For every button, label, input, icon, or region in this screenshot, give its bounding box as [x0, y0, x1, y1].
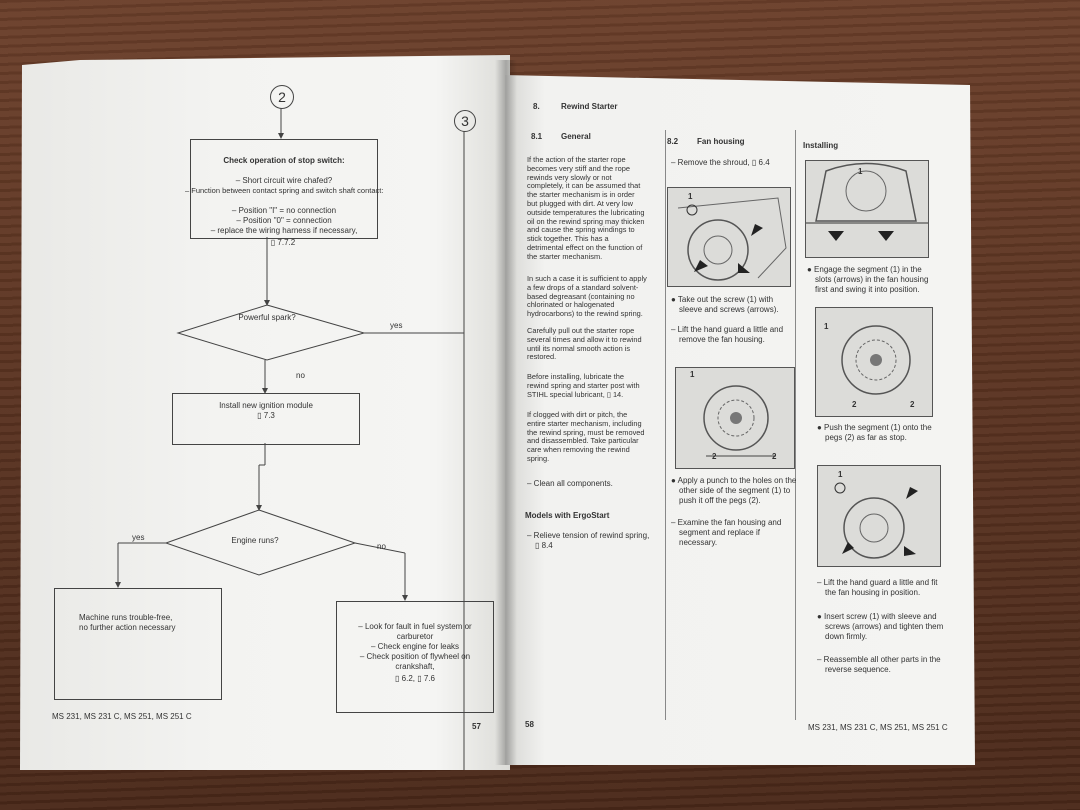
installing-title: Installing: [803, 141, 838, 151]
fig2-label-2b: 2: [772, 452, 776, 462]
fig4-label-2b: 2: [910, 400, 914, 410]
remove-shroud-step: – Remove the shroud, ▯ 6.4: [671, 158, 770, 168]
apply-punch-3: push it off the pegs (2).: [679, 496, 761, 506]
fig5-label-1: 1: [838, 470, 842, 480]
figure-fan-housing-screws: 1: [667, 187, 791, 287]
fault-line-4: – Check position of flywheel on: [337, 652, 493, 662]
sub-8-2-title: Fan housing: [697, 137, 745, 147]
engine-no-label: no: [377, 542, 386, 552]
check-stop-switch-box: Check operation of stop switch: – Short …: [190, 139, 378, 239]
fan-housing-illustration: [668, 188, 790, 286]
check-line-3: – Position "I" = no connection: [191, 206, 377, 216]
section-number: 8.: [533, 102, 540, 112]
engine-yes-label: yes: [132, 533, 144, 543]
insert-screw-3: down firmly.: [825, 632, 867, 642]
sub-8-1-number: 8.1: [531, 132, 542, 142]
figure-insert-screw: 1: [817, 465, 941, 567]
fig4-label-1: 1: [824, 322, 828, 332]
examine-3: necessary.: [679, 538, 717, 548]
spark-no-label: no: [296, 371, 305, 381]
take-out-screw-1: ● Take out the screw (1) with: [671, 295, 773, 305]
machine-ok-box: Machine runs trouble-free, no further ac…: [54, 588, 222, 700]
check-line-1: – Short circuit wire chafed?: [191, 176, 377, 186]
right-page: 8. Rewind Starter 8.1 General If the act…: [505, 75, 1000, 765]
fault-line-2: carburetor: [337, 632, 493, 642]
paragraph-line: hydrocarbons) to the rewind spring.: [527, 309, 643, 319]
sub-8-1-title: General: [561, 132, 591, 142]
decision-engine-label: Engine runs?: [225, 536, 285, 546]
insert-screw-2: screws (arrows) and tighten them: [825, 622, 943, 632]
lift-guard-1: – Lift the hand guard a little and: [671, 325, 783, 335]
engage-segment-2: slots (arrows) in the fan housing: [815, 275, 928, 285]
fig4-label-2a: 2: [852, 400, 856, 410]
reassemble-1: – Reassemble all other parts in the: [817, 655, 941, 665]
paragraph-line: the starter mechanism.: [527, 252, 602, 262]
sub-8-2-number: 8.2: [667, 137, 678, 147]
relieve-tension-step: – Relieve tension of rewind spring,: [527, 531, 649, 541]
install-ignition-box: Install new ignition module ▯ 7.3: [172, 393, 360, 445]
lift-fit-1: – Lift the hand guard a little and fit: [817, 578, 938, 588]
engage-segment-3: first and swing it into position.: [815, 285, 920, 295]
column-divider-1: [665, 130, 666, 720]
book-spine-shadow: [495, 60, 517, 765]
lift-fit-2: the fan housing in position.: [825, 588, 920, 598]
fault-check-box: – Look for fault in fuel system or carbu…: [336, 601, 494, 713]
push-segment-1: ● Push the segment (1) onto the: [817, 423, 932, 433]
apply-punch-1: ● Apply a punch to the holes on the: [671, 476, 796, 486]
examine-1: – Examine the fan housing and: [671, 518, 781, 528]
figure-push-segment: 1 2 2: [815, 307, 933, 417]
figure-engage-segment: 1: [805, 160, 929, 258]
section-title: Rewind Starter: [561, 102, 617, 112]
engage-segment-1: ● Engage the segment (1) in the: [807, 265, 922, 275]
take-out-screw-2: sleeve and screws (arrows).: [679, 305, 779, 315]
fig3-label-1: 1: [858, 167, 862, 177]
install-line-2: ▯ 7.3: [173, 411, 359, 421]
relieve-tension-ref: ▯ 8.4: [535, 541, 553, 551]
right-page-number: 58: [525, 720, 534, 730]
reassemble-2: reverse sequence.: [825, 665, 891, 675]
left-footer: MS 231, MS 231 C, MS 251, MS 251 C: [52, 712, 192, 722]
fault-line-6: ▯ 6.2, ▯ 7.6: [337, 674, 493, 684]
insert-screw-1: ● Insert screw (1) with sleeve and: [817, 612, 937, 622]
push-segment-2: pegs (2) as far as stop.: [825, 433, 907, 443]
fig2-label-2a: 2: [712, 452, 716, 462]
check-line-2: – Function between contact spring and sw…: [185, 186, 381, 196]
lift-guard-2: remove the fan housing.: [679, 335, 765, 345]
fault-line-3: – Check engine for leaks: [337, 642, 493, 652]
spark-yes-label: yes: [390, 321, 402, 331]
machine-line-1: Machine runs trouble-free,: [79, 613, 172, 623]
left-page: 2 3 Check operation of: [20, 55, 510, 770]
check-line-4: – Position "0" = connection: [191, 216, 377, 226]
insert-screw-illustration: [818, 466, 940, 566]
decision-spark-label: Powerful spark?: [222, 313, 312, 323]
right-footer: MS 231, MS 231 C, MS 251, MS 251 C: [808, 723, 948, 733]
check-box-title: Check operation of stop switch:: [191, 156, 377, 166]
fault-line-5: crankshaft,: [337, 662, 493, 672]
fault-line-1: – Look for fault in fuel system or: [337, 622, 493, 632]
paragraph-line: STIHL special lubricant, ▯ 14.: [527, 390, 623, 400]
paragraph-line: restored.: [527, 352, 556, 362]
check-line-5: – replace the wiring harness if necessar…: [191, 226, 377, 236]
figure-segment-removal: 1 2 2: [675, 367, 795, 469]
column-divider-2: [795, 130, 796, 720]
paragraph-line: spring.: [527, 454, 549, 464]
machine-line-2: no further action necessary: [79, 623, 176, 633]
engage-segment-illustration: [806, 161, 928, 257]
fig2-label-1: 1: [690, 370, 694, 380]
install-line-1: Install new ignition module: [173, 401, 359, 411]
clean-components-step: – Clean all components.: [527, 479, 613, 489]
apply-punch-2: other side of the segment (1) to: [679, 486, 790, 496]
left-page-number: 57: [472, 722, 481, 732]
examine-2: segment and replace if: [679, 528, 760, 538]
check-ref: ▯ 7.7.2: [190, 238, 376, 248]
models-ergostart-title: Models with ErgoStart: [525, 511, 609, 521]
push-segment-illustration: [816, 308, 932, 416]
fig1-label-1: 1: [688, 192, 692, 202]
